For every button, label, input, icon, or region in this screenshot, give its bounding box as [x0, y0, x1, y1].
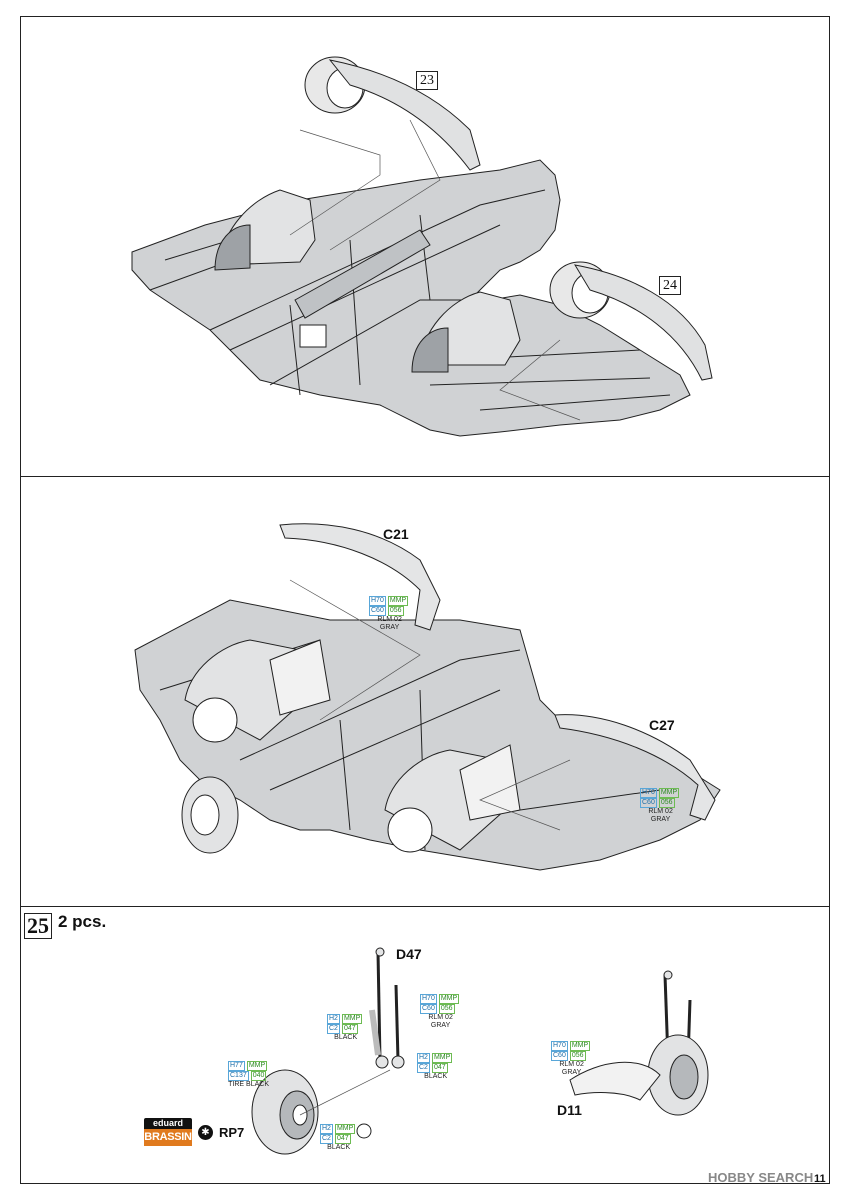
paint-code-h: H70	[420, 994, 437, 1004]
paint-name-2: GRAY	[430, 1022, 451, 1029]
paint-code-c: C2	[417, 1063, 430, 1073]
paint-code-mmp: MMP	[387, 596, 409, 606]
paint-code-h: H77	[228, 1061, 245, 1071]
paint-code-mmp: MMP	[658, 788, 680, 798]
paint-name: BLACK	[327, 1144, 351, 1151]
gear-door-c27	[554, 714, 716, 821]
part-label-c27: C27	[649, 717, 675, 733]
paint-code-c: C2	[327, 1024, 340, 1034]
watermark: HOBBY SEARCH	[708, 1170, 814, 1185]
paint-code-number: 056	[658, 798, 675, 808]
paint-code-number: 056	[438, 1004, 455, 1014]
page-frame	[20, 16, 830, 1184]
paint-code-h: H2	[327, 1014, 340, 1024]
paint-name: RLM 02	[559, 1061, 584, 1068]
cowl-part-23	[304, 56, 481, 171]
paint-code-h: H2	[320, 1124, 333, 1134]
landing-gear-d47	[369, 947, 405, 1069]
landing-gear-d11	[569, 970, 709, 1116]
step-number-23: 23	[416, 71, 438, 90]
main-wheel	[251, 1069, 391, 1155]
paint-code-h: H70	[551, 1041, 568, 1051]
wheel-hub-icon	[356, 1123, 372, 1139]
part-label-rp7: RP7	[219, 1125, 245, 1140]
aircraft-wing-top-view	[131, 159, 691, 437]
paint-code-mmp: MMP	[431, 1053, 453, 1063]
paint-code-number: 047	[341, 1024, 358, 1034]
paint-name: BLACK	[334, 1034, 358, 1041]
paint-code-mmp: MMP	[341, 1014, 363, 1024]
paint-code-h: H2	[417, 1053, 430, 1063]
paint-code-mmp: MMP	[569, 1041, 591, 1051]
paint-code-mmp: MMP	[438, 994, 460, 1004]
paint-code-mmp: MMP	[334, 1124, 356, 1134]
paint-name: RLM 02	[648, 808, 673, 815]
brassin-logo: eduard BRASSIN	[144, 1118, 192, 1148]
paint-code-c: C60	[369, 606, 386, 616]
paint-name: RLM 02	[377, 616, 402, 623]
aircraft-underside-view	[134, 599, 721, 871]
paint-code-mmp: MMP	[246, 1061, 268, 1071]
paint-code-c: C2	[320, 1134, 333, 1144]
paint-name: TIRE BLACK	[228, 1081, 270, 1088]
brassin-logo-top: eduard	[144, 1118, 192, 1129]
paint-code-c: C60	[420, 1004, 437, 1014]
paint-name-2: GRAY	[561, 1069, 582, 1076]
step-number-24: 24	[659, 276, 681, 295]
part-label-d47: D47	[396, 946, 422, 962]
part-label-d11: D11	[557, 1102, 582, 1118]
paint-name: RLM 02	[428, 1014, 453, 1021]
paint-name: BLACK	[424, 1073, 448, 1080]
paint-name-2: GRAY	[379, 624, 400, 631]
paint-code-number: 056	[569, 1051, 586, 1061]
gear-door-c21	[279, 523, 441, 631]
resin-part-icon: ✱	[198, 1125, 213, 1140]
step-number-25: 25	[24, 913, 52, 939]
paint-code-number: 040	[250, 1071, 267, 1081]
part-label-c21: C21	[383, 526, 409, 542]
brassin-logo-bottom: BRASSIN	[144, 1129, 192, 1146]
cowl-part-24	[549, 261, 713, 381]
paint-name-2: GRAY	[650, 816, 671, 823]
paint-code-number: 047	[431, 1063, 448, 1073]
paint-code-h: H70	[369, 596, 386, 606]
paint-code-number: 056	[387, 606, 404, 616]
paint-code-h: H70	[640, 788, 657, 798]
section-divider-1	[20, 476, 830, 477]
paint-code-c: C137	[228, 1071, 249, 1081]
paint-code-c: C60	[640, 798, 657, 808]
page-number: 11	[814, 1173, 826, 1185]
paint-code-c: C60	[551, 1051, 568, 1061]
paint-code-number: 047	[334, 1134, 351, 1144]
step-quantity: 2 pcs.	[58, 912, 107, 931]
section-divider-2	[20, 906, 830, 907]
